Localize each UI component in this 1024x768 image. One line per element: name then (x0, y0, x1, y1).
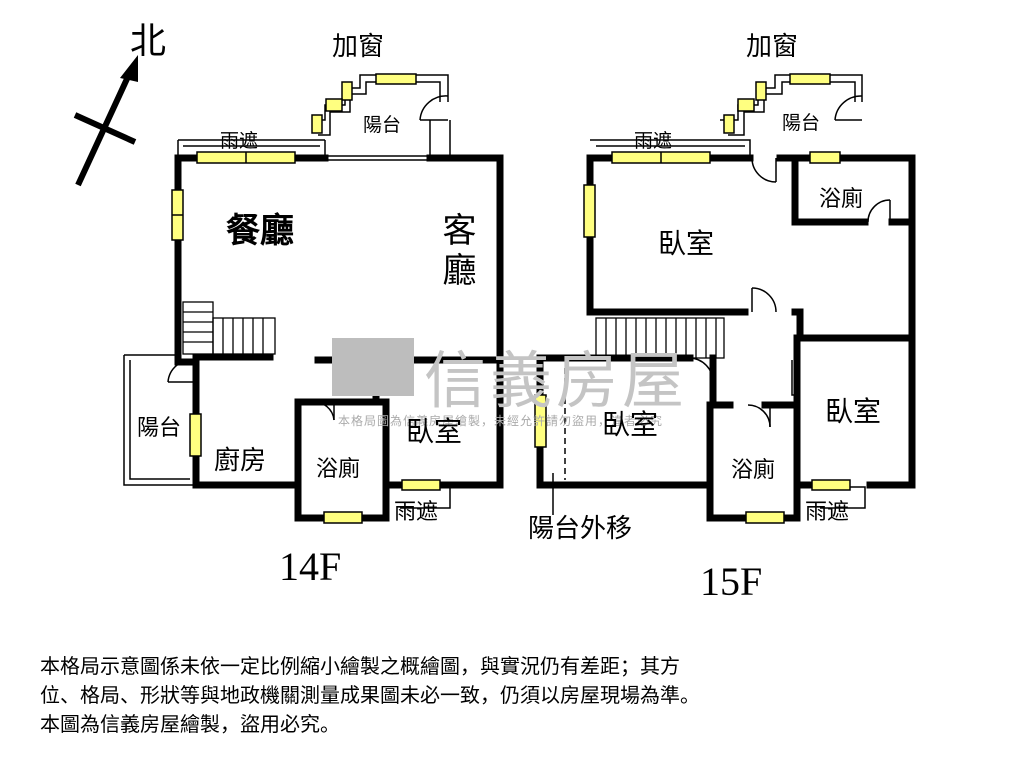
disclaimer: 本格局示意圖係未依一定比例縮小繪製之概繪圖，與實況仍有差距；其方 位、格局、形狀… (40, 652, 1000, 739)
f15-bedroom-top-label: 臥室 (658, 227, 715, 260)
brand-logo-icon (332, 338, 414, 396)
f15-balcony-top-label: 陽台 (782, 112, 821, 134)
floor-14-balcony-lines (123, 74, 451, 509)
f14-balcony-top-label: 陽台 (363, 114, 402, 136)
disclaimer-line-1: 本格局示意圖係未依一定比例縮小繪製之概繪圖，與實況仍有差距；其方 (40, 654, 680, 678)
f15-bathroom-top-label: 浴廁 (819, 187, 864, 212)
f15-floor-label: 15F (700, 559, 763, 604)
watermark-subtext: 本格局圖為信義房屋繪製，未經允許請勿盜用，違者必究 (338, 414, 664, 428)
f15-bay-window-label: 加窗 (746, 32, 799, 62)
floor-15-stairs (595, 317, 725, 359)
floor-14-windows (171, 73, 441, 524)
f14-balcony-left-label: 陽台 (137, 416, 182, 441)
f15-bathroom-bottom-label: 浴廁 (731, 458, 776, 483)
f14-bay-window-label: 加窗 (332, 32, 385, 62)
floor-15-windows (534, 73, 851, 524)
f14-awning-bottom-label: 雨遮 (394, 500, 439, 525)
f14-bathroom-label: 浴廁 (316, 457, 361, 482)
floor-14-stairs (182, 301, 276, 355)
disclaimer-line-3: 本圖為信義房屋繪製，盜用必究。 (40, 712, 340, 736)
floor-14-doors (167, 95, 449, 421)
f14-floor-label: 14F (279, 544, 342, 589)
watermark: 信義房屋 本格局圖為信義房屋繪製，未經允許請勿盜用，違者必究 (332, 338, 692, 428)
north-label: 北 (130, 21, 167, 62)
f15-bedroom-right-label: 臥室 (825, 395, 882, 428)
f14-dining-label: 餐廳 (226, 211, 294, 251)
disclaimer-line-2: 位、格局、形狀等與地政機關測量成果圖未必一致，仍須以房屋現場為準。 (40, 683, 700, 707)
f15-awning-bottom-label: 雨遮 (805, 500, 850, 525)
north-arrow-icon (73, 55, 138, 187)
f14-living-label: 客廳 (436, 212, 476, 292)
f14-bedroom-label: 臥室 (406, 415, 463, 448)
f14-awning-top-label: 雨遮 (220, 130, 259, 152)
watermark-brand: 信義房屋 (424, 344, 689, 417)
f14-kitchen-label: 廚房 (214, 446, 267, 476)
f15-balcony-moved-label: 陽台外移 (528, 514, 633, 544)
floor-15-doors (689, 95, 891, 428)
f15-awning-top-label: 雨遮 (634, 130, 673, 152)
f15-bedroom-mid-label: 臥室 (602, 408, 659, 441)
